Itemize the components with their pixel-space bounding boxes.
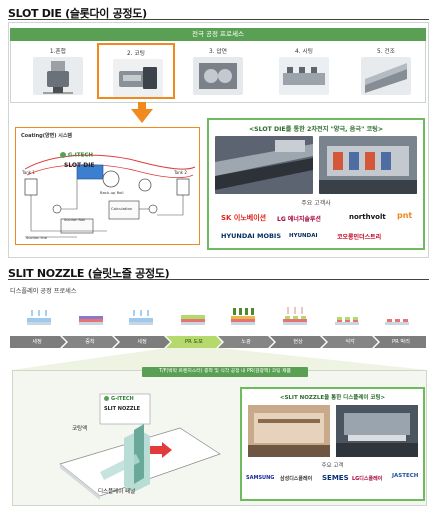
gitech-logo-2: G-ITECH (104, 396, 134, 402)
chevron-develop: 현상 (293, 339, 303, 345)
gitech-label: G-ITECH (68, 152, 93, 159)
section2-title: SLIT NOZZLE (슬릿노즐 공정도) (8, 267, 170, 280)
cleaning-icon (27, 310, 51, 325)
slot-die-customers-title: 주요 고객사 (301, 200, 331, 207)
kolon-industries-logo: 코오롱인더스트리 (337, 234, 382, 241)
step-coating: 2. 코팅 (97, 43, 175, 99)
step-label: 3. 압연 (208, 49, 228, 55)
coating-liquid-label: 코팅액 (72, 426, 88, 432)
samsung-display-logo: 삼성디스플레이 (280, 476, 313, 482)
chevron-deposition: 증착 (85, 339, 95, 345)
step-sheeting: 4. 시팅 (265, 43, 343, 99)
coating-system-title: Coating(양면) 시스템 (21, 133, 73, 139)
step-label: 2. 코팅 (126, 51, 146, 57)
slot-die-box-title: <SLOT DIE를 통한 2차전지 "양극, 음극" 코팅> (248, 126, 384, 133)
exposure-icon (231, 308, 255, 325)
section1-title: SLOT DIE (슬롯다이 공정도) (8, 7, 147, 20)
display-process-subtitle: 디스플레이 공정 프로세스 (10, 288, 77, 295)
tank1-label: Tank 1 (22, 170, 35, 175)
calculation-label: Calculation (111, 206, 133, 211)
dryer-photo (361, 57, 411, 95)
pnt-logo: pnt (397, 211, 413, 220)
suction-roll-label: Suction Roll (64, 218, 86, 222)
pr-strip-icon (385, 319, 409, 325)
section2-rule (8, 279, 429, 280)
battery-coating-photo (215, 136, 313, 194)
step-label: 1.혼합 (49, 49, 67, 55)
orange-down-arrow-icon (131, 109, 153, 123)
back-up-roll-label: Back-up Roll (100, 190, 124, 195)
gitech-logo: G-ITECH (60, 152, 93, 159)
tank2-label: Tank 2 (174, 170, 187, 175)
gitech-mark-icon (104, 396, 109, 401)
chevron-etching: 식각 (345, 339, 355, 345)
step-label: 5. 건조 (376, 49, 396, 55)
orange-arrow-stem (138, 102, 146, 110)
mixer-photo (33, 57, 83, 95)
slot-die-label: SLOT DIE (64, 162, 95, 169)
etching-icon (335, 317, 359, 325)
pr-connector (12, 348, 427, 370)
slit-nozzle-label: SLIT NOZZLE (104, 406, 141, 412)
nozzle-machine-photo (336, 405, 418, 457)
display-panel-label: 디스플레이 패널 (98, 489, 136, 495)
slit-nozzle-customers-box: <SLIT NOZZLE을 통한 디스플레이 코팅> 주요 고객 SAMSUNG… (240, 387, 425, 501)
display-coater-photo (248, 405, 330, 457)
coating-system-diagram (24, 154, 196, 238)
pr-coating-icon (181, 315, 205, 325)
develop-icon (283, 307, 307, 325)
lg-display-logo: LG디스플레이 (352, 476, 383, 482)
hyundai-mobis-logo: HYUNDAI MOBIS (221, 232, 282, 240)
northvolt-logo: northvolt (349, 213, 386, 221)
sk-innovation-logo: SK 이노베이션 (221, 214, 267, 222)
semes-logo: SEMES (322, 474, 349, 482)
chevron-exposure: 노광 (241, 339, 251, 345)
chevron-cleaning: 세정 (32, 339, 42, 345)
chevron-pr-coating: PR 도포 (185, 339, 203, 345)
cleaning2-icon (129, 310, 153, 325)
jastech-logo: JASTECH (392, 473, 419, 479)
coater-photo (113, 59, 163, 97)
coating-system-box: Coating(양면) 시스템 G-ITECH SLOT DIE Tank 1 … (15, 127, 200, 245)
lg-energy-solution-logo: LG 에너지솔루션 (277, 216, 321, 223)
sheeting-photo (279, 57, 329, 95)
electrode-process-band: 전극 공정 프로세스 (10, 28, 426, 41)
hyundai-logo: HYUNDAI (289, 233, 318, 239)
section1-rule (8, 19, 429, 20)
gitech-label-2: G-ITECH (111, 396, 134, 402)
samsung-logo: SAMSUNG (246, 475, 275, 481)
process-steps: 1.혼합 2. 코팅 3. 압연 4. 시팅 (10, 41, 426, 103)
chevron-cleaning2: 세정 (137, 339, 147, 345)
tf-process-label: T/F(박막 트랜지스터) 증착 및 식각 공정 내 PR(감광액) 코팅 제품 (142, 367, 308, 377)
step-mixing: 1.혼합 (19, 43, 97, 99)
gitech-mark-icon (60, 152, 66, 158)
process-chevron-bar (10, 336, 426, 348)
step-drying: 5. 건조 (347, 43, 425, 99)
slit-nozzle-illustration (59, 393, 221, 500)
press-photo (193, 57, 243, 95)
slit-nozzle-box-title: <SLIT NOZZLE을 통한 디스플레이 코팅> (279, 395, 386, 401)
slit-nozzle-customers-title: 주요 고객 (321, 463, 344, 469)
step-rolling: 3. 압연 (179, 43, 257, 99)
slot-die-customers-box: <SLOT DIE를 통한 2차전지 "양극, 음극" 코팅> 주요 고객사 S… (207, 118, 425, 250)
step-label: 4. 시팅 (294, 49, 314, 55)
chevron-pr-strip: PR 박리 (392, 339, 410, 345)
coating-machine-photo (319, 136, 417, 194)
suction-line-label: Suction line (26, 236, 48, 240)
deposition-icon (79, 316, 103, 325)
